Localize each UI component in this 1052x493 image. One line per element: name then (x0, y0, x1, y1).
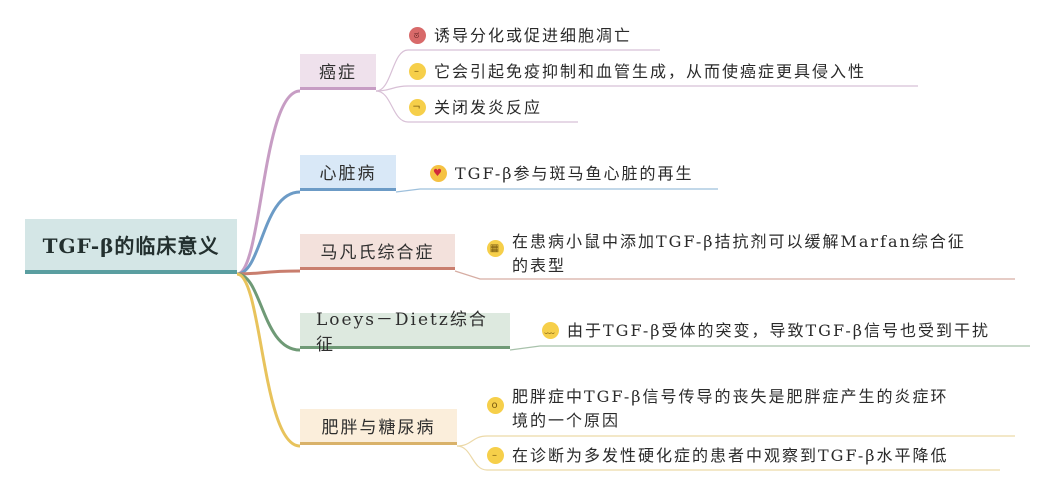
branch-label: 肥胖与糖尿病 (321, 418, 436, 438)
leaf-text: TGF-β参与斑马鱼心脏的再生 (455, 164, 694, 183)
branch-heart-disease[interactable]: 心脏病 (300, 155, 396, 191)
leaf-text-line2: 的表型 (512, 256, 567, 275)
shocked-face-icon: o (487, 397, 504, 414)
root-label: TGF-β的临床意义 (42, 234, 220, 258)
leaf-text: 关闭发炎反应 (434, 98, 543, 117)
weary-face-icon: ﹏ (542, 322, 559, 339)
leaf-obesity-1[interactable]: o 肥胖症中TGF-β信号传导的丧失是肥胖症产生的炎症环 境的一个原因 (487, 385, 949, 433)
leaf-cancer-1[interactable]: ಠ 诱导分化或促进细胞凋亡 (409, 24, 632, 48)
leaf-heart-1[interactable]: ♥ TGF-β参与斑马鱼心脏的再生 (430, 162, 694, 186)
grimacing-face-icon: ▦ (487, 240, 504, 257)
neutral-face-icon: – (487, 447, 504, 464)
branch-cancer[interactable]: 癌症 (300, 54, 376, 90)
leaf-text-line1: 在患病小鼠中添加TGF-β拮抗剂可以缓解Marfan综合征 (512, 232, 966, 251)
branch-label: 癌症 (319, 63, 357, 83)
leaf-cancer-2[interactable]: – 它会引起免疫抑制和血管生成，从而使癌症更具侵入性 (409, 60, 866, 84)
leaf-cancer-3[interactable]: ¬ 关闭发炎反应 (409, 96, 542, 120)
unamused-face-icon: ¬ (409, 99, 426, 116)
root-node[interactable]: TGF-β的临床意义 (25, 219, 237, 274)
leaf-text: 在诊断为多发性硬化症的患者中观察到TGF-β水平降低 (512, 446, 949, 465)
branch-label: Loeys－Dietz综合征 (316, 309, 488, 355)
leaf-text: 诱导分化或促进细胞凋亡 (434, 26, 633, 45)
leaf-text-line2: 境的一个原因 (512, 411, 621, 430)
branch-obesity-diabetes[interactable]: 肥胖与糖尿病 (300, 409, 457, 445)
leaf-text: 由于TGF-β受体的突变，导致TGF-β信号也受到干扰 (567, 321, 990, 340)
heart-eyes-face-icon: ♥ (430, 165, 447, 182)
leaf-text: 它会引起免疫抑制和血管生成，从而使癌症更具侵入性 (434, 62, 867, 81)
expressionless-face-icon: – (409, 63, 426, 80)
branch-label: 心脏病 (319, 164, 377, 184)
branch-marfan-syndrome[interactable]: 马凡氏综合症 (300, 234, 455, 270)
leaf-loeys-1[interactable]: ﹏ 由于TGF-β受体的突变，导致TGF-β信号也受到干扰 (542, 319, 990, 343)
branch-loeys-dietz[interactable]: Loeys－Dietz综合征 (300, 310, 510, 355)
leaf-marfan-1[interactable]: ▦ 在患病小鼠中添加TGF-β拮抗剂可以缓解Marfan综合征 的表型 (487, 230, 966, 278)
angry-face-icon: ಠ (409, 27, 426, 44)
leaf-text-line1: 肥胖症中TGF-β信号传导的丧失是肥胖症产生的炎症环 (512, 387, 949, 406)
leaf-obesity-2[interactable]: – 在诊断为多发性硬化症的患者中观察到TGF-β水平降低 (487, 444, 949, 468)
branch-label: 马凡氏综合症 (320, 243, 435, 263)
